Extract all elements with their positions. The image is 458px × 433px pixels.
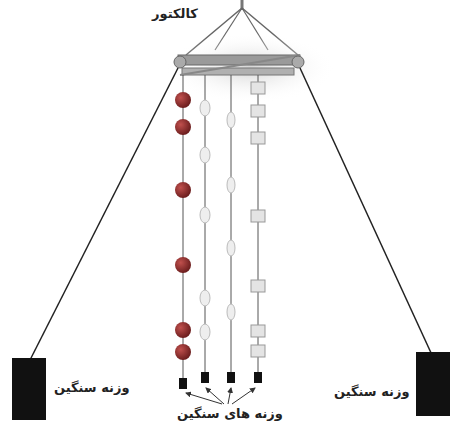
float bbox=[174, 56, 186, 68]
lantern-net bbox=[251, 82, 265, 357]
heavy-weight bbox=[12, 358, 46, 420]
guy-line bbox=[300, 68, 432, 355]
leader-line bbox=[186, 388, 255, 404]
weight-label: وزنه سنگین bbox=[52, 380, 132, 396]
guy-line bbox=[30, 68, 178, 360]
shell-collector bbox=[200, 100, 235, 340]
small-weight bbox=[179, 372, 262, 389]
heavy-weight bbox=[416, 352, 450, 416]
frame-brace bbox=[180, 55, 300, 75]
float bbox=[292, 56, 304, 68]
spat-bag bbox=[175, 92, 191, 360]
collector-label: کالکتور bbox=[150, 6, 200, 22]
weight-label: وزنه سنگین bbox=[332, 384, 412, 400]
weights-label: وزنه های سنگین bbox=[175, 406, 285, 422]
glow bbox=[165, 33, 335, 103]
frame-bar bbox=[178, 55, 300, 65]
